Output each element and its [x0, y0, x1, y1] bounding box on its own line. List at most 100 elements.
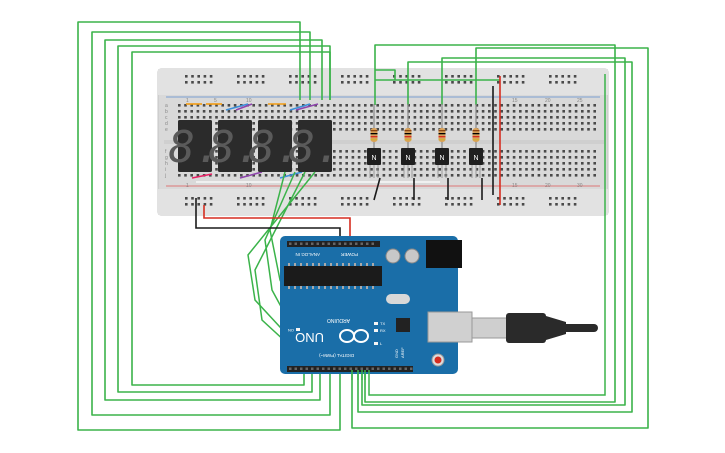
hole: [196, 104, 200, 107]
atmega-chip: [284, 266, 382, 286]
hole: [202, 104, 206, 107]
resistor[interactable]: [404, 128, 412, 142]
jumper-pink-1[interactable]: [191, 173, 213, 179]
hole: [562, 150, 565, 153]
reset-button[interactable]: [434, 356, 442, 364]
hole: [240, 174, 243, 177]
dc-power-jack[interactable]: [426, 240, 462, 268]
hole: [581, 162, 584, 165]
resistor[interactable]: [472, 128, 480, 142]
jumper-blue-1[interactable]: [225, 103, 249, 111]
digit-3[interactable]: 8.: [249, 120, 302, 173]
rail-wires[interactable]: [373, 76, 501, 205]
digital-pin-wires[interactable]: [351, 74, 606, 396]
digit-1[interactable]: 8.: [169, 120, 222, 173]
hole: [388, 104, 392, 107]
rail-hole: [573, 75, 577, 78]
vcc-wire[interactable]: [203, 205, 351, 242]
hole: [209, 174, 212, 177]
hole: [258, 174, 262, 177]
hole: [587, 122, 590, 125]
wire-left-3[interactable]: [104, 39, 323, 401]
usb-cable[interactable]: [471, 313, 598, 343]
hole: [401, 116, 404, 119]
rail-hole: [365, 197, 369, 200]
transistor-body[interactable]: [435, 148, 449, 165]
jumper-purple-3[interactable]: [239, 171, 263, 179]
wire-right-3[interactable]: [361, 57, 626, 406]
rail-hole: [561, 81, 564, 84]
hole: [450, 128, 454, 131]
hole: [419, 162, 423, 165]
hole: [506, 150, 510, 153]
wire-left-1[interactable]: [77, 21, 341, 431]
arduino-board[interactable]: UNO ARDUINO ANALOG IN POWER DIGITAL (PWM…: [280, 236, 473, 374]
hole: [388, 156, 392, 159]
wire-disp-1[interactable]: [247, 171, 316, 341]
rail-hole: [191, 75, 194, 78]
transistor-ground-1[interactable]: [373, 177, 381, 201]
hole: [252, 128, 255, 131]
wire-right-2[interactable]: [357, 61, 633, 413]
hole: [438, 116, 441, 119]
pin-wire-5[interactable]: [368, 74, 606, 396]
jumper-purple-2[interactable]: [295, 103, 319, 111]
hole: [506, 116, 510, 119]
transistor-unit-3[interactable]: N: [435, 104, 449, 178]
rail-hole: [197, 81, 200, 84]
hole: [581, 104, 584, 107]
hole: [289, 116, 293, 119]
wire-left-5[interactable]: [131, 51, 331, 386]
power-wires[interactable]: [195, 198, 351, 242]
transistor-unit-4[interactable]: N: [469, 104, 483, 178]
hole: [215, 128, 218, 131]
rail-hole: [341, 197, 344, 200]
hole: [512, 122, 516, 125]
hole: [506, 162, 510, 165]
hole: [512, 104, 516, 107]
jumper-blue-2[interactable]: [289, 103, 311, 111]
hole: [370, 122, 373, 125]
rail-hole: [399, 197, 402, 200]
transistor-unit-2[interactable]: N: [401, 104, 415, 178]
hole: [593, 110, 596, 113]
transistor-body[interactable]: [367, 148, 381, 165]
rail-hole: [295, 81, 298, 84]
resistor[interactable]: [370, 128, 378, 142]
signal-wires-right[interactable]: [351, 44, 649, 429]
jumper-purple-1[interactable]: [235, 103, 253, 111]
hole: [531, 174, 534, 177]
wire-left-2[interactable]: [91, 31, 331, 416]
rail-hole: [399, 75, 402, 78]
usb-port[interactable]: [427, 311, 473, 343]
seven-segment-display[interactable]: 8.8.8.8.: [169, 120, 342, 173]
rail-hole: [307, 203, 311, 206]
hole: [494, 174, 497, 177]
signal-wires-left[interactable]: [77, 21, 341, 431]
hole: [469, 128, 472, 131]
transistor-body[interactable]: [401, 148, 415, 165]
wire-right-1[interactable]: [364, 44, 616, 403]
digit-glyph: 8.: [249, 122, 302, 173]
hole: [469, 168, 472, 171]
hole: [395, 122, 398, 125]
gnd-wire[interactable]: [195, 198, 341, 242]
wire-right-4[interactable]: [351, 47, 649, 429]
resistor[interactable]: [438, 128, 446, 142]
hole: [593, 168, 596, 171]
transistor-unit-1[interactable]: N: [367, 104, 381, 178]
digit-4[interactable]: 8.: [289, 120, 342, 173]
wire-top-rail-2[interactable]: [375, 69, 396, 80]
transistor-body[interactable]: [469, 148, 483, 165]
hole: [227, 174, 231, 177]
jumper-wires[interactable]: [186, 103, 440, 183]
hole: [556, 110, 559, 113]
hole: [432, 174, 435, 177]
hole: [233, 104, 237, 107]
hole: [568, 168, 572, 171]
digit-2[interactable]: 8.: [209, 120, 262, 173]
rail-hole: [393, 197, 396, 200]
hole: [500, 110, 503, 113]
